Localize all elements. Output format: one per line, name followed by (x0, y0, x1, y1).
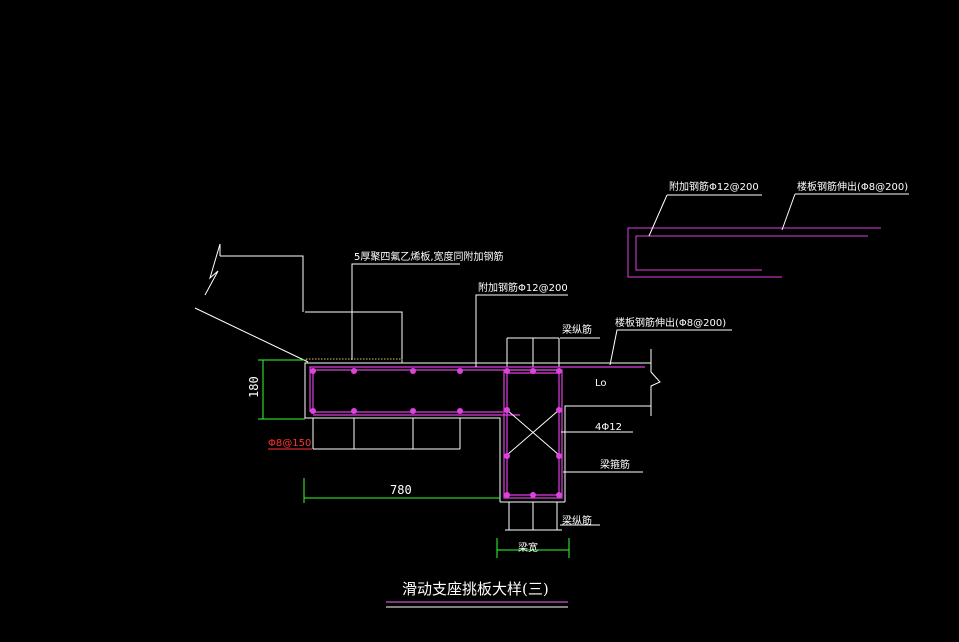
dim-thickness-label: 180 (247, 376, 261, 398)
top-slab-bar (309, 366, 645, 412)
detail-added-bar (627, 227, 881, 278)
rebar-dot (556, 407, 562, 413)
support-top (220, 255, 304, 312)
rebar-dot (457, 408, 463, 414)
cushion-label: 5厚聚四氟乙烯板,宽度同附加钢筋 (354, 250, 504, 263)
beam-long-bottom-label: 梁纵筋 (562, 514, 592, 527)
slab-outline (304, 362, 651, 502)
rebar-dot (556, 368, 562, 374)
rebar-dot (457, 368, 463, 374)
ptfe-cushion (305, 358, 403, 364)
stirrup-label: 梁箍筋 (600, 458, 630, 471)
leader-added-bar (475, 294, 568, 367)
bar-detail (627, 193, 909, 278)
rebar-dot (351, 408, 357, 414)
break-mark-top (204, 243, 221, 296)
rebar-dot (410, 368, 416, 374)
rebar-dot (504, 407, 510, 413)
beam-stirrup-inner (506, 372, 560, 496)
dim-overhang (303, 478, 500, 503)
beam-top-stubs (506, 337, 560, 367)
added-bar-label: 附加钢筋Φ12@200 (478, 281, 568, 294)
diagonal-bars (506, 409, 560, 456)
span-symbol: Lo (595, 378, 607, 389)
rebar-dots (310, 368, 562, 498)
beam-right (564, 405, 651, 502)
slab-beam-outline (304, 337, 661, 531)
rebar-dot (351, 368, 357, 374)
detail-leader-added (648, 194, 668, 237)
slab-extend-label: 楼板钢筋伸出(Φ8@200) (615, 316, 726, 329)
rebar-dot (310, 368, 316, 374)
rebar-dot (410, 408, 416, 414)
support-diagonal (194, 307, 309, 363)
leaders (351, 263, 732, 526)
dim-overhang-label: 780 (390, 483, 412, 497)
distribution-label: Φ8@150 (268, 438, 311, 449)
rebar-dot (310, 408, 316, 414)
rebar-dot (504, 368, 510, 374)
support-outline (305, 311, 403, 362)
slab-bar-stubs (312, 418, 461, 450)
rebar-dot (556, 492, 562, 498)
leader-cushion (351, 263, 460, 360)
dim-thickness (258, 359, 305, 420)
beam-stirrup (503, 369, 563, 499)
beam-long-top-label: 梁纵筋 (562, 323, 592, 336)
detail-added-bar-label: 附加钢筋Φ12@200 (669, 180, 759, 193)
break-mark-right (650, 349, 661, 416)
detail-slab-bar (635, 235, 868, 271)
detail-slab-bar-label: 楼板钢筋伸出(Φ8@200) (797, 180, 908, 193)
top-slab-bar-2 (312, 369, 560, 410)
beam-width-label: 梁宽 (518, 541, 538, 554)
four-bar-label: 4Φ12 (595, 422, 622, 433)
support-structure (194, 243, 403, 363)
rebar-dot (504, 453, 510, 459)
dimension-lines (258, 359, 570, 558)
rebar-dot (556, 453, 562, 459)
dim-beam-width (496, 538, 570, 558)
beam-bottom-stubs (505, 502, 562, 531)
bottom-slab-bar (313, 411, 520, 416)
detail-leader-slab (781, 193, 796, 231)
drawing-title: 滑动支座挑板大样(三) (402, 580, 549, 598)
rebar-dot (530, 368, 536, 374)
rebar-dot (504, 492, 510, 498)
rebar-dot (530, 492, 536, 498)
leader-slab-extend (609, 329, 732, 366)
